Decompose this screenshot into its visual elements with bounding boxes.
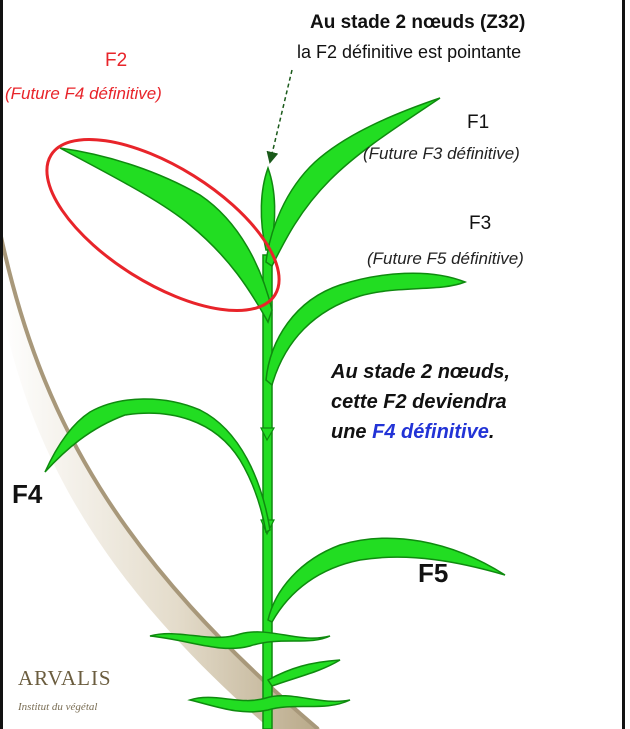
note-line-3-suffix: . [489, 421, 495, 443]
leaf-f2 [60, 148, 272, 322]
leaf-f5 [268, 538, 505, 622]
label-f2-future: (Future F4 définitive) [5, 84, 162, 104]
arvalis-logo: ARVALIS [18, 666, 112, 691]
label-f3-future: (Future F5 définitive) [367, 249, 524, 269]
leaf-f1 [266, 98, 440, 266]
label-f4: F4 [12, 479, 42, 510]
arvalis-logo-tagline: Institut du végétal [18, 701, 97, 713]
frame-border-left [0, 0, 3, 729]
stem [263, 255, 272, 729]
leaf-bottom-1 [150, 632, 330, 649]
label-f1: F1 [467, 112, 489, 134]
stage-title: Au stade 2 nœuds (Z32) [310, 12, 525, 34]
leaf-bottom-3 [190, 696, 350, 712]
label-f1-future: (Future F3 définitive) [363, 144, 520, 164]
label-f3: F3 [469, 213, 491, 235]
label-f5: F5 [418, 558, 448, 589]
stage-note: Au stade 2 nœuds, cette F2 deviendra une… [331, 357, 510, 447]
note-line-3: une F4 définitive. [331, 417, 510, 447]
frame-border-right [622, 0, 625, 729]
label-f2: F2 [105, 50, 127, 72]
note-line-1: Au stade 2 nœuds, [331, 357, 510, 387]
note-highlight: F4 définitive [372, 421, 489, 443]
note-line-2: cette F2 deviendra [331, 387, 510, 417]
note-line-3-prefix: une [331, 421, 372, 443]
pointer-arrow [271, 70, 292, 158]
stage-subtitle: la F2 définitive est pointante [297, 42, 521, 63]
leaf-bottom-2 [268, 660, 340, 686]
